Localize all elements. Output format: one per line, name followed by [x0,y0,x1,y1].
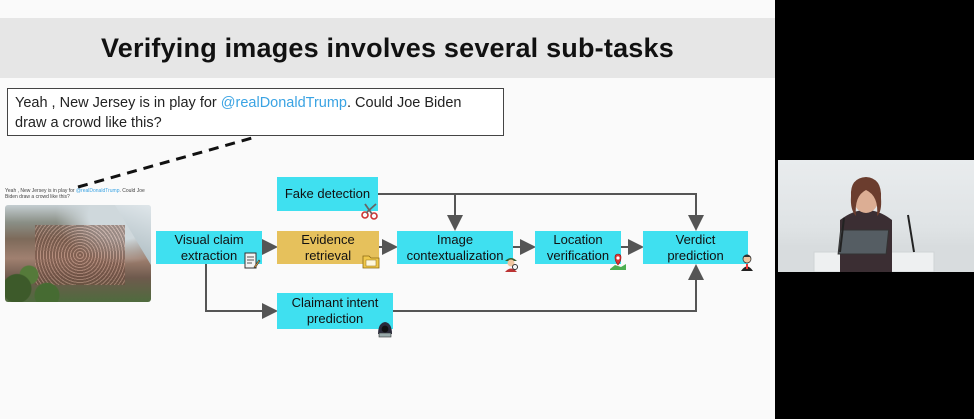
arrow-intent-to-verdict [393,264,704,312]
node-verdict-prediction: Verdict prediction [643,231,748,264]
judge-icon [741,254,753,271]
document-pencil-icon [244,252,261,269]
tweet-thumbnail: Yeah , New Jersey is in play for @realDo… [5,188,151,304]
arrow-fake-to-verdict [455,193,704,231]
dashed-connector [77,136,253,189]
scissors-icon [361,203,378,220]
presentation-slide: Verifying images involves several sub-ta… [0,0,775,419]
photo-trees [5,257,65,302]
crowd-photo [5,205,151,302]
node-claimant-intent-prediction: Claimant intent prediction [277,293,393,329]
node-fake-detection: Fake detection [277,177,378,211]
arrow-claim-to-intent [205,263,278,319]
map-pin-icon [610,253,626,270]
tweet-text-before: Yeah , New Jersey is in play for [15,95,221,111]
title-bar: Verifying images involves several sub-ta… [0,18,775,78]
tweet-box: Yeah , New Jersey is in play for @realDo… [7,88,504,136]
node-evidence-retrieval: Evidence retrieval [277,231,379,264]
node-image-contextualization: Image contextualization [397,231,513,264]
tweet-handle: @realDonaldTrump [220,95,347,111]
tweet-text-after: . Could Joe Biden draw a crowd like this… [15,95,462,131]
thumbnail-caption-before: Yeah , New Jersey is in play for [5,188,76,194]
node-visual-claim-extraction: Visual claim extraction [156,231,262,264]
detective-icon [505,258,518,272]
thumbnail-caption-handle: @realDonaldTrump [75,188,120,194]
thumbnail-caption-after: . Could Joe Biden draw a crowd like this… [5,188,145,200]
thumbnail-caption: Yeah , New Jersey is in play for @realDo… [5,188,151,204]
folder-icon [362,255,380,269]
flow-arrows [77,136,704,319]
slide-title: Verifying images involves several sub-ta… [101,32,674,63]
hacker-icon [378,322,392,338]
presenter-webcam [778,160,974,272]
presenter-figure [778,177,974,272]
arrow-fake-to-context [378,193,463,231]
node-location-verification: Location verification [535,231,621,264]
